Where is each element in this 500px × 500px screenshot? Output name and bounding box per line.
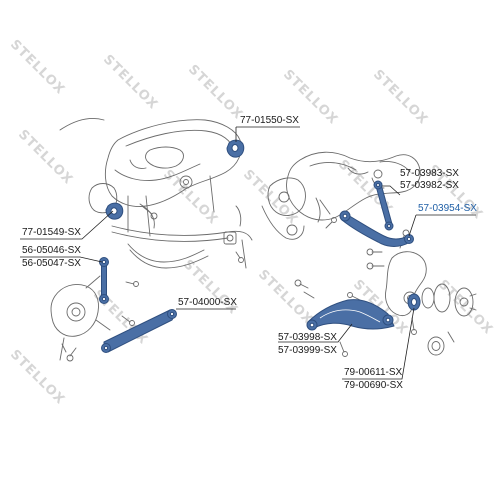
rear-bolts-drawing [294, 217, 417, 357]
label-57-03954-sx[interactable]: 57-03954-SX [418, 203, 477, 214]
label-56-05046-sx[interactable]: 56-05046-SX [22, 245, 81, 256]
rear-subframe-drawing [261, 151, 421, 240]
label-79-00611-sx[interactable]: 79-00611-SX [344, 367, 403, 378]
label-57-03982-sx[interactable]: 57-03982-SX [400, 180, 459, 191]
part-57-04000-control-arm [101, 309, 177, 353]
left-bolts-drawing [66, 205, 244, 362]
part-57-03983-upright-link [373, 180, 394, 231]
leader-57-03998 [278, 323, 353, 343]
label-77-01549-sx[interactable]: 77-01549-SX [22, 227, 81, 238]
part-77-01550-bushing [226, 139, 245, 158]
stabilizer-bar-drawing [111, 205, 253, 269]
left-knuckle-drawing [50, 275, 111, 361]
leader-57-03983 [382, 185, 401, 196]
part-79-00611-bearing [407, 293, 421, 311]
leader-79-00611 [342, 307, 415, 380]
part-stabilizer-link [99, 257, 109, 304]
leader-56-05046 [20, 256, 103, 263]
label-56-05047-sx[interactable]: 56-05047-SX [22, 258, 81, 269]
label-57-04000-sx[interactable]: 57-04000-SX [178, 297, 237, 308]
highlighted-parts [99, 139, 421, 353]
part-57-03954-upper-arm [339, 210, 414, 247]
leader-77-01549 [20, 210, 114, 240]
front-subframe-drawing [59, 118, 242, 237]
label-57-03983-sx[interactable]: 57-03983-SX [400, 168, 459, 179]
label-79-00690-sx[interactable]: 79-00690-SX [344, 380, 403, 391]
label-57-03999-sx[interactable]: 57-03999-SX [278, 345, 337, 356]
label-57-03998-sx[interactable]: 57-03998-SX [278, 332, 337, 343]
label-77-01550-sx[interactable]: 77-01550-SX [240, 115, 299, 126]
leader-lines [20, 126, 476, 380]
rear-knuckle-drawing [385, 229, 477, 356]
part-77-01549-bushing [105, 202, 124, 220]
part-57-03998-lower-arm [306, 299, 395, 331]
